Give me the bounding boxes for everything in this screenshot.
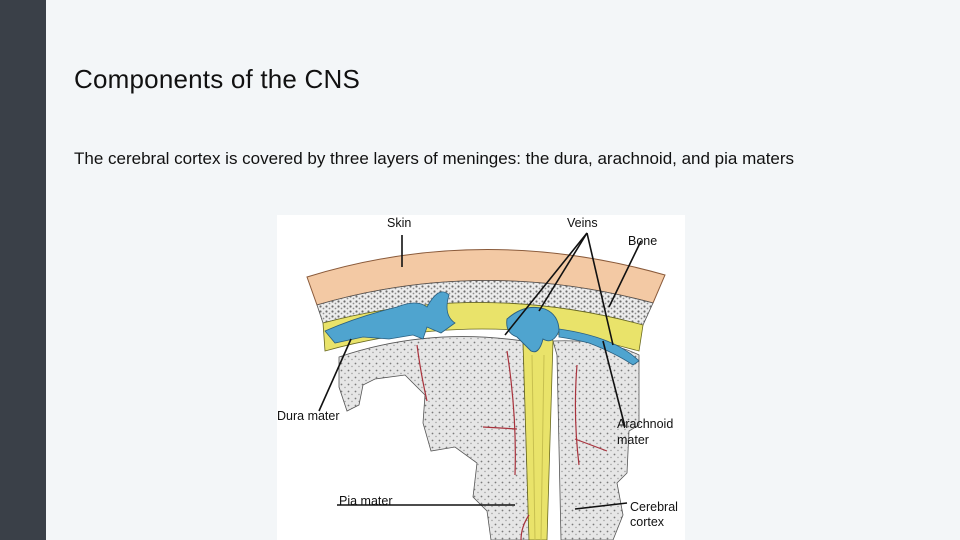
cortical-vessels bbox=[416, 344, 608, 540]
label-cortex-line2: cortex bbox=[630, 515, 665, 529]
sinus-central bbox=[506, 306, 560, 353]
meninges-diagram: Skin Veins Bone Dura mater Arachnoid mat… bbox=[277, 215, 685, 540]
label-dura-mater: Dura mater bbox=[277, 409, 340, 423]
label-skin: Skin bbox=[387, 216, 411, 230]
slide-title: Components of the CNS bbox=[74, 64, 361, 94]
label-arachnoid-line2: mater bbox=[617, 433, 649, 447]
slide-accent-bar bbox=[0, 0, 46, 540]
label-arachnoid-line1: Arachnoid bbox=[617, 417, 673, 431]
label-cortex-line1: Cerebral bbox=[630, 500, 678, 514]
cortex-left bbox=[338, 336, 530, 540]
vein-right bbox=[558, 328, 640, 366]
label-veins: Veins bbox=[567, 216, 598, 230]
slide-body-text: The cerebral cortex is covered by three … bbox=[74, 149, 795, 168]
label-pia-mater: Pia mater bbox=[339, 494, 393, 508]
label-bone: Bone bbox=[628, 234, 657, 248]
vein-left bbox=[324, 291, 456, 344]
leader-lines bbox=[318, 232, 642, 510]
cortex-right bbox=[552, 340, 640, 540]
meninges-illustration: Skin Veins Bone Dura mater Arachnoid mat… bbox=[277, 216, 678, 540]
